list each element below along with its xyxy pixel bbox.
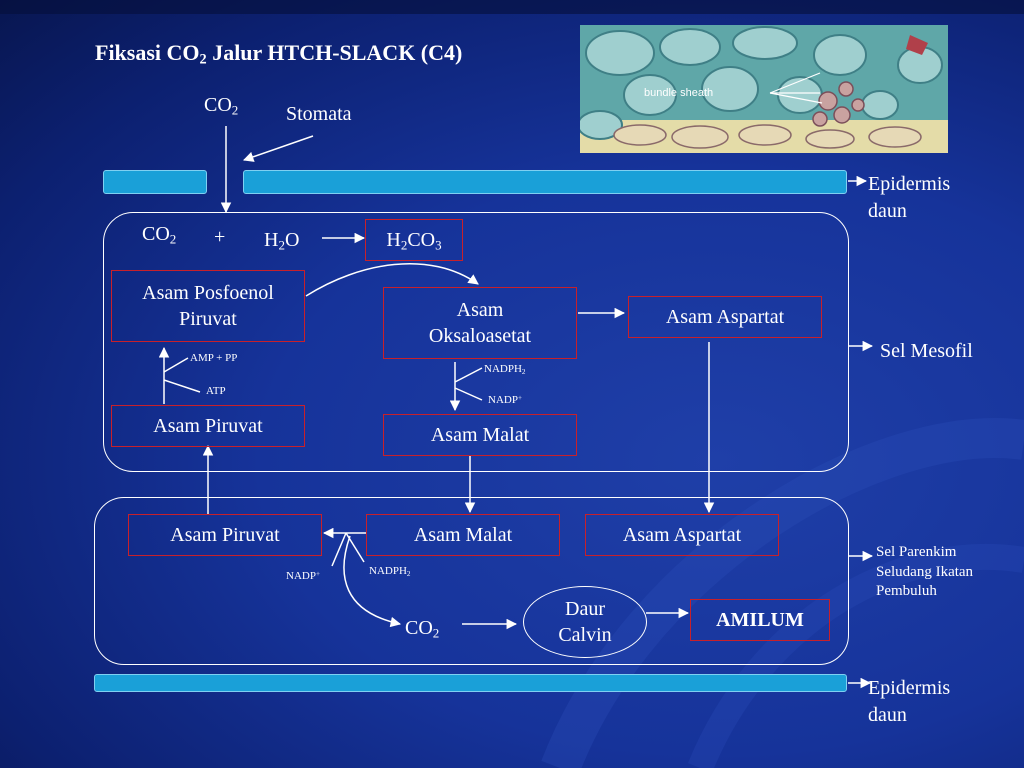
arrow-stomata <box>243 135 314 162</box>
amp-pp-label: AMP + PP <box>190 352 238 364</box>
epidermis-top-bar-left <box>103 170 207 194</box>
asam-aspartat-bundle-box: Asam Aspartat <box>585 514 779 556</box>
sel-mesofil-label: Sel Mesofil <box>880 340 973 362</box>
branch-nadp-bundle <box>331 532 347 567</box>
nadph-bundle-label: NADPH2 <box>369 565 411 578</box>
co2-mesophyll: CO2 <box>142 223 177 247</box>
branch-nadph-meso <box>454 367 483 383</box>
asam-piruvat-meso-box: Asam Piruvat <box>111 405 305 447</box>
branch-atp <box>163 379 201 393</box>
epidermis-bottom-label: Epidermis daun <box>868 677 951 726</box>
atp-label: ATP <box>206 385 226 397</box>
branch-amp <box>163 357 189 373</box>
leaf-cross-section-photo: bundle sheath <box>580 25 948 153</box>
branch-nadp-meso <box>454 387 483 401</box>
asam-malat-bundle-box: Asam Malat <box>366 514 560 556</box>
arrow-malat-co2 <box>343 535 402 628</box>
h2co3-box: H2CO3 <box>365 219 463 261</box>
stomata-label: Stomata <box>286 103 352 125</box>
nadph-meso-label: NADPH2 <box>484 363 526 376</box>
page-title: Fiksasi CO2 Jalur HTCH-SLACK (C4) <box>95 40 463 68</box>
micrograph-image <box>580 25 948 153</box>
asam-piruvat-bundle-box: Asam Piruvat <box>128 514 322 556</box>
mesophyll-cell <box>103 212 849 472</box>
h2o-label: H2O <box>264 229 300 253</box>
arrow-pep-oaa <box>305 262 479 297</box>
asam-posfoenol-piruvat-box: Asam Posfoenol Piruvat <box>111 270 305 342</box>
asam-malat-meso-box: Asam Malat <box>383 414 577 456</box>
nadp-bundle-label: NADP+ <box>286 569 320 582</box>
co2-bundle-label: CO2 <box>405 617 440 641</box>
sel-parenkim-label: Sel Parenkim Seludang Ikatan Pembuluh <box>876 544 974 599</box>
epidermis-top-label: Epidermis daun <box>868 173 951 222</box>
co2-label-top: CO2 <box>204 94 239 118</box>
daur-calvin-ellipse: Daur Calvin <box>523 586 647 658</box>
asam-aspartat-meso-box: Asam Aspartat <box>628 296 822 338</box>
plus-sign: + <box>214 226 226 248</box>
asam-oksaloasetat-box: Asam Oksaloasetat <box>383 287 577 359</box>
bundle-sheath-caption: bundle sheath <box>644 87 714 99</box>
epidermis-top-bar-right <box>243 170 847 194</box>
amilum-box: AMILUM <box>690 599 830 641</box>
bundle-sheath-cell <box>94 497 849 665</box>
epidermis-bottom-bar <box>94 674 847 692</box>
nadp-meso-label: NADP+ <box>488 393 522 406</box>
